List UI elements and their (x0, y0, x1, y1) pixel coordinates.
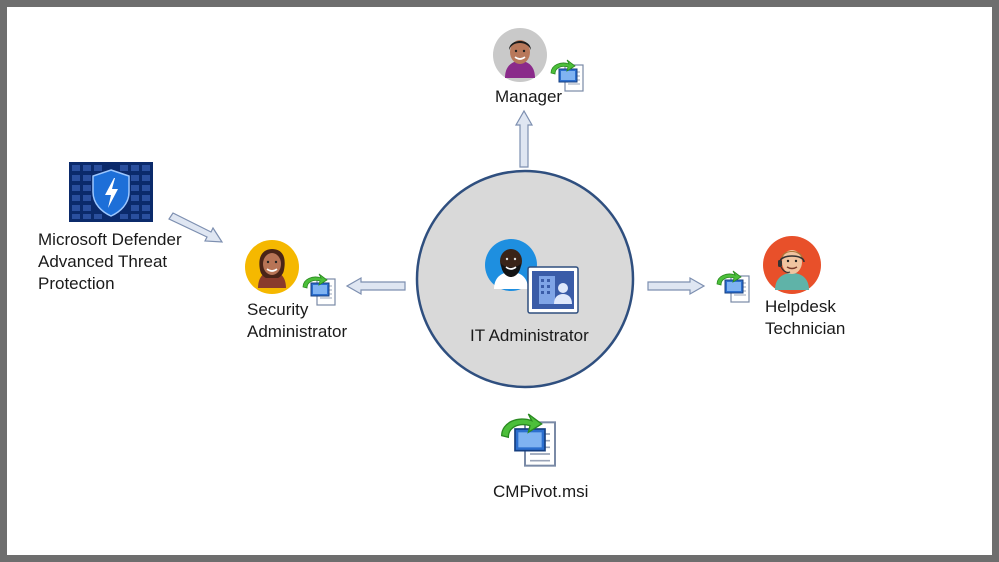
security-admin-package-icon (299, 273, 341, 311)
manager-package-icon (547, 59, 589, 97)
security-admin-avatar (245, 240, 299, 294)
security-admin-label-line1: Security (247, 300, 309, 319)
arrow-to-security-admin (345, 276, 406, 296)
arrow-to-helpdesk (647, 276, 706, 296)
defender-label: Microsoft Defender Advanced Threat Prote… (38, 229, 182, 295)
helpdesk-package-icon (713, 270, 755, 308)
defender-label-line2: Advanced Threat (38, 252, 168, 271)
manager-label: Manager (495, 87, 563, 106)
building-user-icon (527, 266, 579, 314)
defender-label-line1: Microsoft Defender (38, 230, 182, 249)
helpdesk-label-line2: Technician (765, 319, 846, 338)
arrow-defender-to-security (168, 212, 224, 243)
it-admin-avatar (485, 239, 537, 291)
msi-label: CMPivot.msi (493, 482, 589, 501)
security-admin-label-line2: Administrator (247, 322, 348, 341)
defender-label-line3: Protection (38, 274, 115, 293)
helpdesk-avatar (763, 236, 821, 294)
manager-avatar (493, 28, 547, 82)
msi-package-icon (495, 412, 565, 476)
arrow-to-manager (514, 109, 534, 168)
security-admin-label: Security Administrator (247, 299, 347, 343)
helpdesk-label: Helpdesk Technician (765, 296, 845, 340)
defender-shield-icon (69, 162, 153, 222)
diagram-canvas: Microsoft Defender Advanced Threat Prote… (7, 7, 992, 555)
helpdesk-label-line1: Helpdesk (765, 297, 836, 316)
it-admin-label: IT Administrator (470, 326, 589, 345)
